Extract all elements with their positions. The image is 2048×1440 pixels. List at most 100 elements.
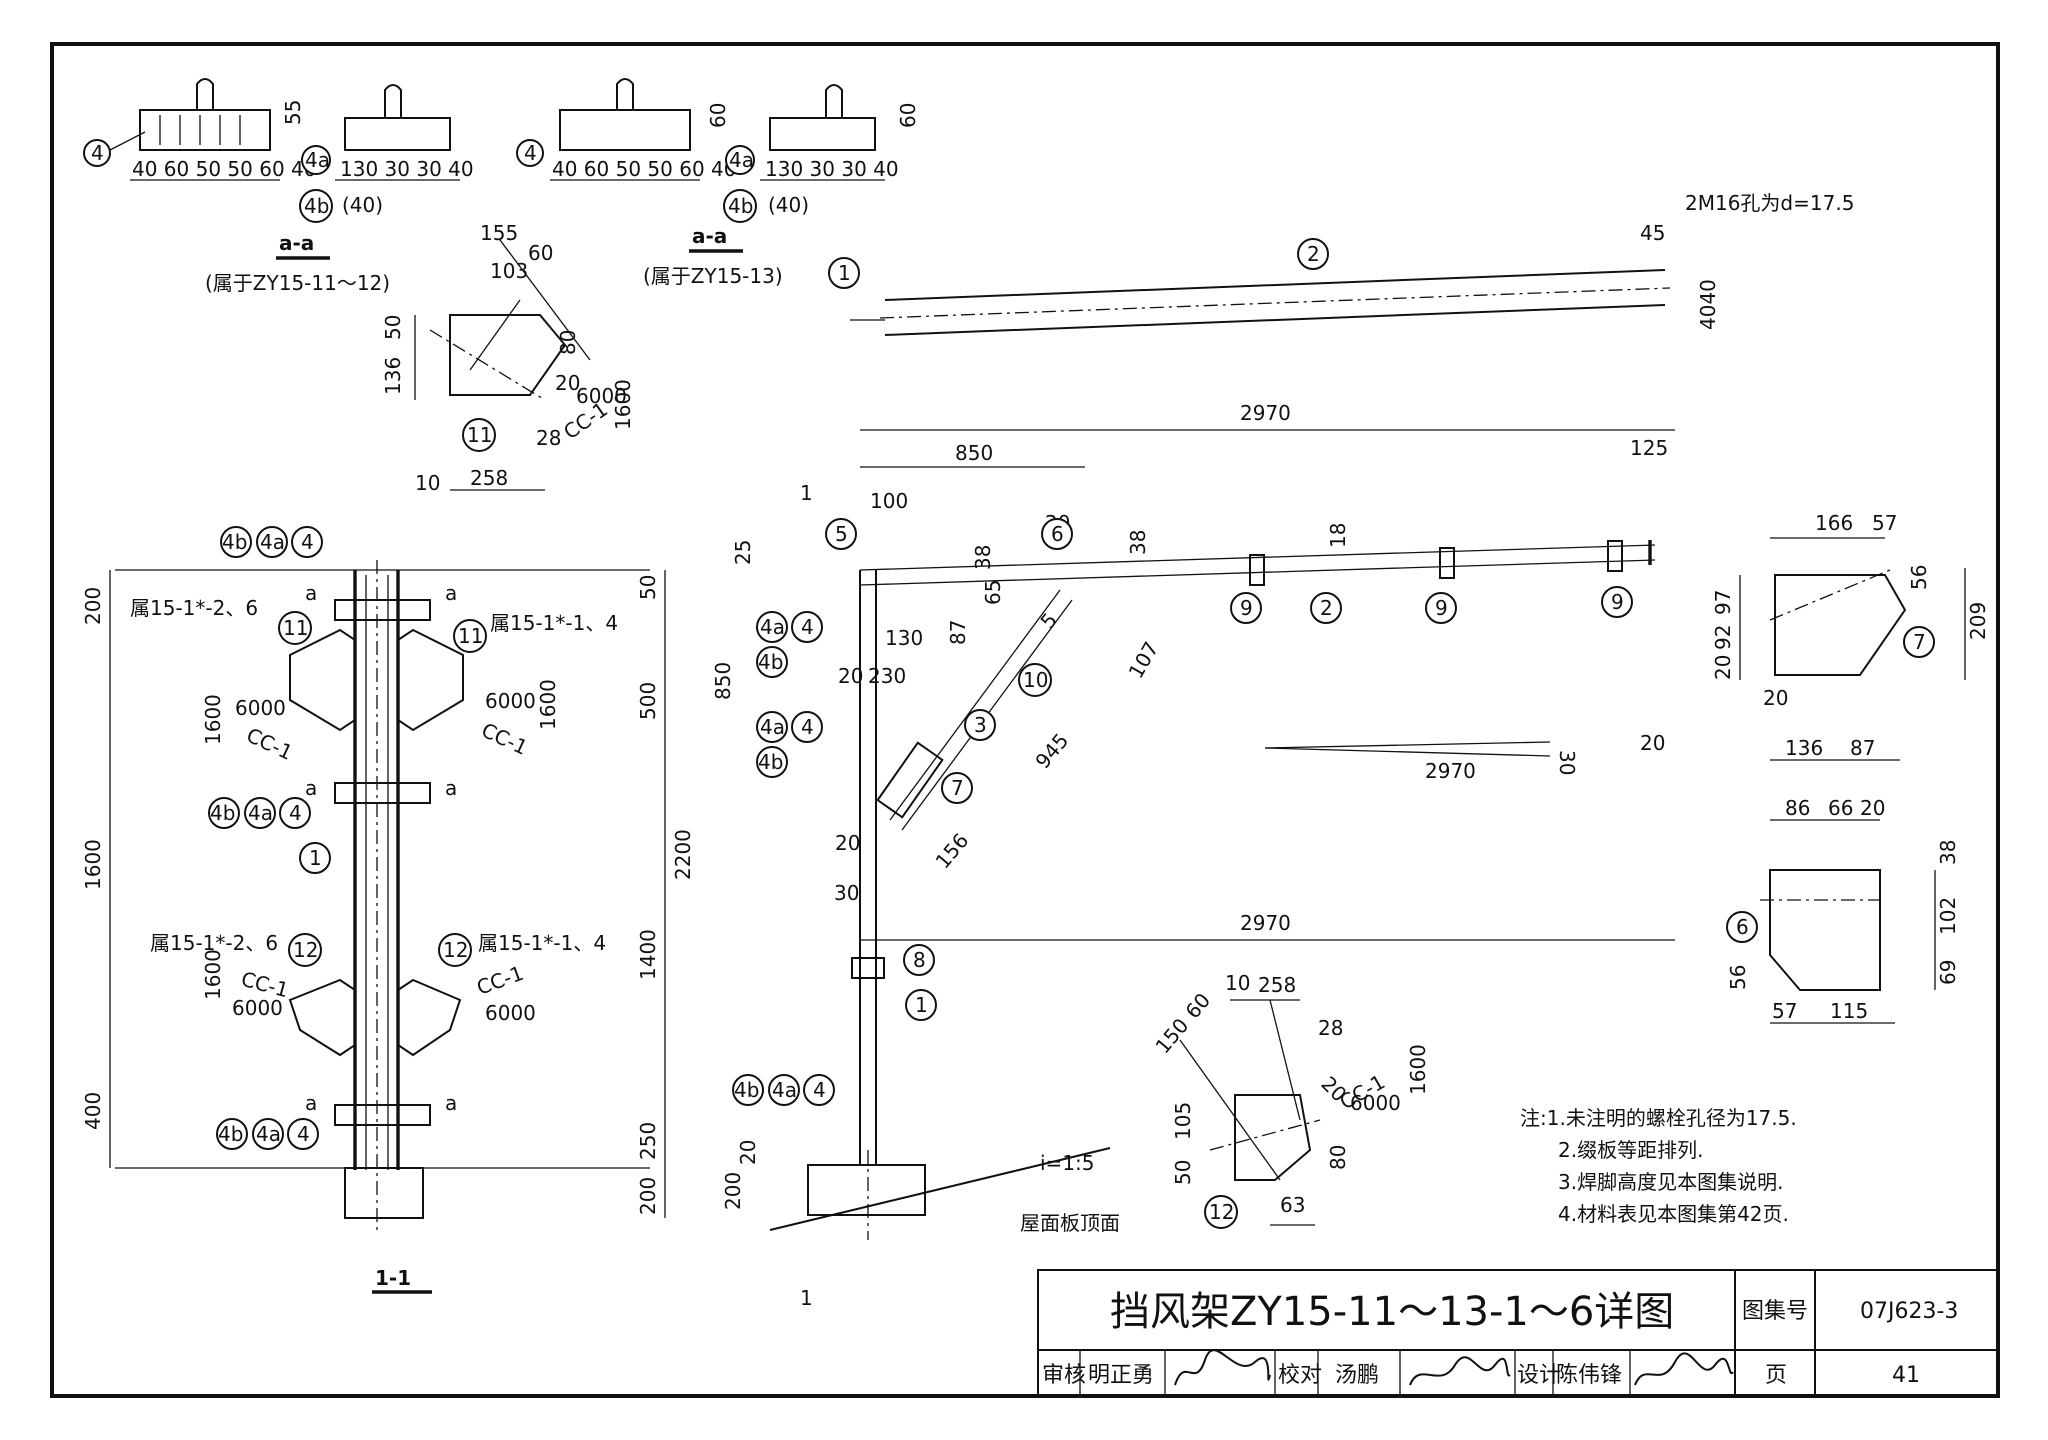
b-2-mid: 2 bbox=[1320, 596, 1333, 620]
dim-1600: 1600 bbox=[81, 839, 105, 890]
dim-20: 20 bbox=[555, 371, 580, 395]
dim-38-c: 38 bbox=[1936, 840, 1960, 865]
dim-2970-top: 2970 bbox=[1240, 401, 1291, 425]
roof-label: 屋面板顶面 bbox=[1020, 1211, 1120, 1235]
dim-30: 30 bbox=[834, 881, 859, 905]
b2-4a: 4a bbox=[248, 801, 273, 825]
dim-10: 10 bbox=[415, 471, 440, 495]
dim-50-c: 50 bbox=[1171, 1160, 1195, 1185]
cut-a-6: a bbox=[445, 1091, 457, 1115]
reviewer-signature bbox=[1174, 1349, 1271, 1386]
b3-4: 4 bbox=[297, 1122, 310, 1146]
dim-56-b: 56 bbox=[1726, 965, 1750, 990]
part-4-label: 4 bbox=[91, 141, 104, 165]
dim-2200: 2200 bbox=[671, 829, 695, 880]
dim-2970-mid: 2970 bbox=[1425, 759, 1476, 783]
cut-a-4: a bbox=[445, 776, 457, 800]
b3-4a: 4a bbox=[256, 1122, 281, 1146]
dim-18: 18 bbox=[1326, 523, 1350, 548]
dim-500: 500 bbox=[636, 682, 660, 720]
cc-6000-r2: 6000 bbox=[485, 1001, 536, 1025]
cut-mark-bottom: 1 bbox=[800, 1286, 813, 1310]
strip-dims-a2: 40 60 50 50 60 40 bbox=[552, 157, 736, 181]
b3-4b: 4b bbox=[218, 1122, 243, 1146]
dim-20-i: 20 bbox=[1860, 796, 1885, 820]
ref-label-1: 属15-1*-2、6 bbox=[130, 596, 258, 620]
cc-l1: CC-1 bbox=[243, 723, 297, 765]
dim-57: 57 bbox=[1872, 511, 1897, 535]
cut-a-1: a bbox=[305, 581, 317, 605]
cc-len-1600: 1600 bbox=[611, 379, 635, 430]
dim-230: 230 bbox=[868, 664, 906, 688]
dim-87: 87 bbox=[946, 620, 970, 645]
dim-60: 60 bbox=[706, 103, 730, 128]
dim-20-e: 20 bbox=[1640, 731, 1665, 755]
b-2-top: 2 bbox=[1307, 242, 1320, 266]
gusset-plate-12-detail: 10 258 150 60 28 20 CC-1 6000 1600 105 5… bbox=[1150, 971, 1430, 1229]
b-1-section: 1 bbox=[309, 846, 322, 870]
dim-38-b: 38 bbox=[1126, 530, 1150, 555]
cc-1600-r1: 1600 bbox=[536, 679, 560, 730]
aa-note-1: (属于ZY15-11～12) bbox=[205, 271, 390, 295]
b-9-c: 9 bbox=[1611, 590, 1624, 614]
dim-5: 5 bbox=[1035, 608, 1062, 633]
drawing-title: 挡风架ZY15-11～13-1～6详图 bbox=[1110, 1289, 1674, 1335]
dim-56: 56 bbox=[1907, 565, 1931, 590]
e-4b-3: 4b bbox=[734, 1078, 759, 1102]
b-7-detail: 7 bbox=[1913, 630, 1926, 654]
dim-130: 130 bbox=[885, 626, 923, 650]
dim-45: 45 bbox=[1640, 221, 1665, 245]
designer-signature bbox=[1634, 1352, 1734, 1386]
dim-850-v: 850 bbox=[711, 662, 735, 700]
checker-name: 汤鹏 bbox=[1335, 1363, 1379, 1388]
b1-4: 4 bbox=[301, 530, 314, 554]
dim-97: 97 bbox=[1711, 590, 1735, 615]
b-12-left: 12 bbox=[293, 938, 318, 962]
ref-label-3: 属15-1*-2、6 bbox=[150, 931, 278, 955]
aa-note-2: (属于ZY15-13) bbox=[643, 264, 783, 288]
dim-1400: 1400 bbox=[636, 929, 660, 980]
aa-strip-section-3: 40 60 50 50 60 40 4 60 bbox=[516, 78, 736, 181]
e-4-3: 4 bbox=[813, 1078, 826, 1102]
b-1-elev: 1 bbox=[915, 993, 928, 1017]
note-1: 注:1.未注明的螺栓孔径为17.5. bbox=[1520, 1106, 1797, 1130]
b2-4: 4 bbox=[289, 801, 302, 825]
dim-65: 65 bbox=[981, 580, 1005, 605]
dim-2970-bottom: 2970 bbox=[1240, 911, 1291, 935]
page-number: 41 bbox=[1892, 1363, 1920, 1388]
e-4a-2: 4a bbox=[760, 715, 785, 739]
cc-6000-r1: 6000 bbox=[485, 689, 536, 713]
section-1-1-title: 1-1 bbox=[375, 1266, 411, 1290]
aa-strip-section-4: 130 30 30 40 4a 4b (40) 60 bbox=[723, 84, 920, 223]
b-11-right: 11 bbox=[458, 624, 483, 648]
dim-156: 156 bbox=[930, 829, 973, 874]
dim-86: 86 bbox=[1785, 796, 1810, 820]
bolt-note: 2M16孔为d=17.5 bbox=[1685, 191, 1854, 215]
note-4: 4.材料表见本图集第42页. bbox=[1558, 1202, 1789, 1226]
b-12-detail: 12 bbox=[1209, 1200, 1234, 1224]
sheet-frame bbox=[50, 42, 2000, 1398]
dim-10-b: 10 bbox=[1225, 971, 1250, 995]
dim-250: 250 bbox=[636, 1122, 660, 1160]
reviewer-name: 明正勇 bbox=[1088, 1363, 1154, 1388]
e-4b-2: 4b bbox=[758, 750, 783, 774]
dim-80-b: 80 bbox=[1326, 1145, 1350, 1170]
dim-107: 107 bbox=[1124, 637, 1164, 682]
gusset-plate-11-detail: 155 60 103 50 136 80 20 6000 1600 CC-1 2… bbox=[381, 221, 635, 495]
dim-4040: 4040 bbox=[1696, 279, 1720, 330]
main-elevation: i=1:5 屋面板顶面 1 1 2970 2970 850 125 100 25… bbox=[671, 191, 1854, 1310]
dim-400: 400 bbox=[81, 1092, 105, 1130]
cut-a-3: a bbox=[305, 776, 317, 800]
dim-20-g: 20 bbox=[1711, 655, 1735, 680]
dim-87-b: 87 bbox=[1850, 736, 1875, 760]
part-4a-label-2: 4a bbox=[729, 148, 754, 172]
dim-20-b: 20 bbox=[838, 664, 863, 688]
b-6: 6 bbox=[1051, 522, 1064, 546]
cut-mark-top: 1 bbox=[800, 481, 813, 505]
b1-4a: 4a bbox=[260, 530, 285, 554]
ref-label-2: 属15-1*-1、4 bbox=[490, 611, 618, 635]
b-8: 8 bbox=[913, 948, 926, 972]
dim-57-b: 57 bbox=[1772, 999, 1797, 1023]
